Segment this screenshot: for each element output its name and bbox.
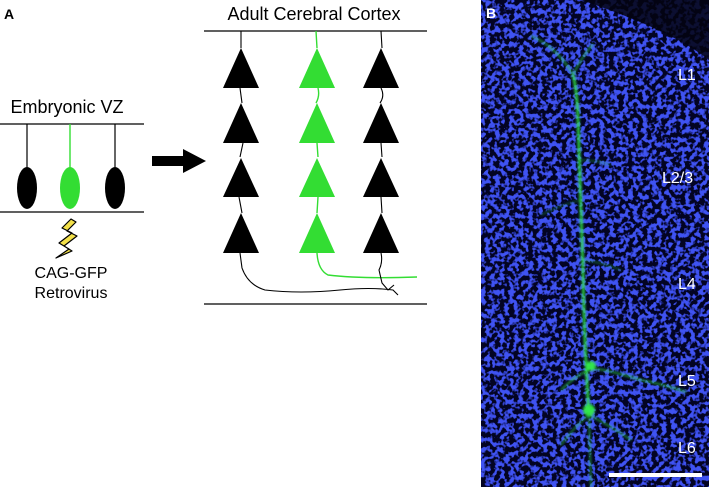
radial-glia-right: [105, 124, 125, 209]
axon-green-column: [315, 30, 418, 279]
virus-label-line1: CAG-GFP: [35, 265, 108, 282]
lightning-bolt-icon: [55, 218, 78, 259]
pyramidal-cells-right: [363, 48, 399, 253]
panel-a-diagram: Embryonic VZ CAG-GFP Retrovirus Adult Ce…: [0, 4, 427, 305]
embryonic-vz-title: Embryonic VZ: [10, 97, 123, 117]
nuclei-stain-field: [481, 0, 709, 487]
panel-b-micrograph: B L1 L2/3 L4 L5 L6: [481, 0, 709, 487]
layer-label-l4: L4: [678, 276, 696, 293]
cortex-title: Adult Cerebral Cortex: [227, 4, 400, 24]
panel-a-schematic: A Embryonic VZ CAG-GFP Retrovirus Adult …: [0, 4, 427, 305]
pial-surface: [581, 0, 709, 60]
gfp-neuron: [530, 35, 687, 487]
micrograph-image: [481, 0, 709, 487]
axon-left-column: [238, 31, 399, 296]
radial-glia-left: [17, 124, 37, 209]
panel-a-label: A: [4, 6, 15, 22]
right-arrow-icon: [152, 149, 206, 173]
scale-bar: [609, 473, 702, 477]
layer-label-l6: L6: [678, 440, 696, 457]
virus-label-line2: Retrovirus: [35, 285, 108, 302]
panel-b-label: B: [486, 5, 497, 21]
layer-label-l1: L1: [678, 67, 696, 84]
pyramidal-cells-left: [223, 48, 259, 253]
radial-glia-labeled: [60, 124, 80, 209]
layer-label-l2-3: L2/3: [662, 170, 694, 187]
pyramidal-cells-labeled: [299, 48, 335, 253]
layer-label-l5: L5: [678, 373, 696, 390]
axon-right-column: [378, 30, 395, 291]
